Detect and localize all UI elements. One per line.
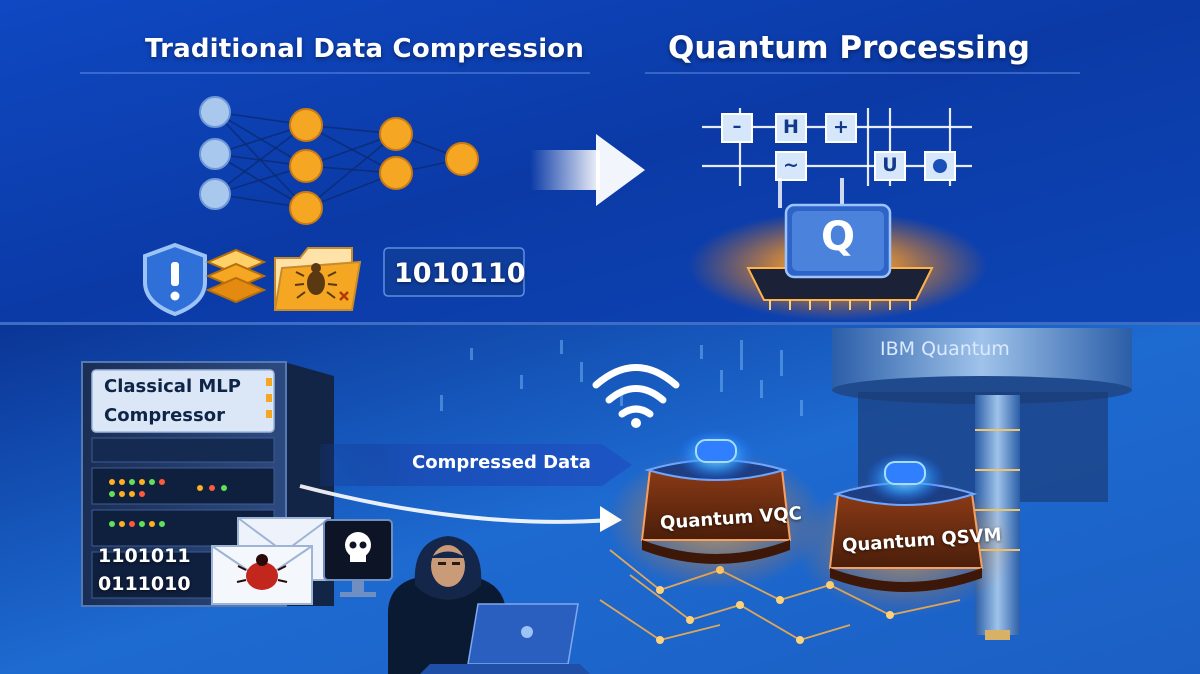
bug-folder-icon [273, 247, 362, 311]
gate-hadamard: H [783, 116, 799, 138]
chip-q-letter: Q [820, 214, 855, 260]
gate-wave: ~ [783, 154, 799, 176]
shield-alert-icon [143, 242, 207, 317]
quantum-vqc-chip [606, 429, 826, 590]
heading-quantum-processing: Quantum Processing [668, 30, 1030, 66]
skull-icon [323, 519, 393, 597]
binary-code-line2: 0111010 [98, 573, 191, 595]
gate-minus: – [732, 116, 742, 137]
compressed-data-arrow [299, 444, 632, 532]
gate-plus: + [833, 116, 849, 138]
heading-traditional-compression: Traditional Data Compression [145, 34, 585, 64]
wifi-dot [631, 418, 641, 428]
quantum-gates [721, 113, 956, 181]
quantum-qsvm-chip [795, 452, 1015, 615]
network-nodes [199, 96, 479, 225]
gate-unitary: U [882, 154, 898, 176]
mail-bug-icon [211, 517, 331, 605]
server-label-line2: Compressor [104, 405, 225, 426]
binary-code-line1: 1101011 [98, 545, 191, 567]
compressed-data-label: Compressed Data [412, 452, 591, 473]
ibm-quantum-label: IBM Quantum [880, 338, 1010, 360]
wifi-icon [592, 364, 680, 418]
binary-box [383, 247, 525, 297]
laptop-icon [420, 603, 590, 674]
quantum-chip-icon [688, 178, 988, 321]
binary-code-top: 1010110 [394, 258, 526, 289]
layers-icon [205, 248, 267, 304]
arrow-right-icon [530, 134, 645, 206]
server-label-line1: Classical MLP [104, 376, 241, 397]
